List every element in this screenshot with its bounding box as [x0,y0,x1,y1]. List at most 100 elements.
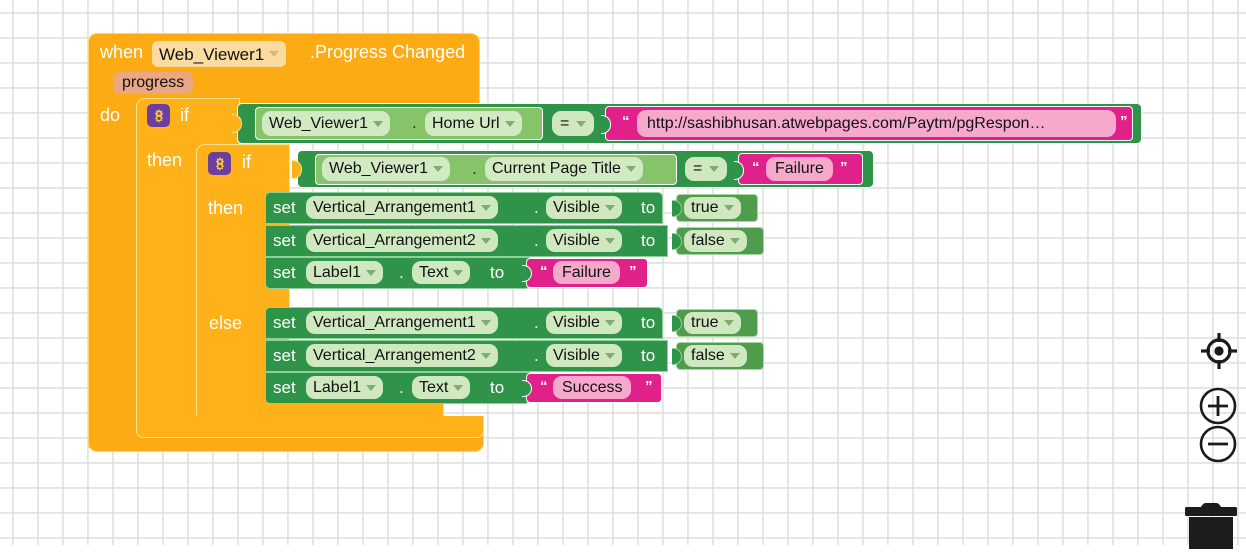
event-do-label: do [100,105,121,125]
outer-condition-url-value[interactable]: http://sashibhusan.atwebpages.com/Paytm/… [637,110,1116,137]
inner-condition-dot: . [472,159,477,178]
zoom-out-button[interactable] [1198,424,1238,464]
zoom-in-icon [1199,387,1237,425]
text-value-chip[interactable]: Failure [553,261,620,284]
setter-component-dropdown[interactable]: Vertical_Arrangement2 [306,344,498,367]
chevron-down-icon [604,352,615,359]
inner-else-label: else [209,313,243,333]
setter-property-dropdown[interactable]: Visible [546,344,622,367]
center-target-icon [1201,333,1237,369]
inner-if-label: if [242,152,251,172]
setter-dot: . [534,231,539,250]
setter-component-dropdown[interactable]: Vertical_Arrangement1 [306,311,498,334]
chevron-down-icon [604,237,615,244]
outer-condition-property-dropdown[interactable]: Home Url [425,111,522,136]
outer-condition-component-label: Web_Viewer1 [269,114,369,132]
setter-component-dropdown[interactable]: Label1 [306,376,384,399]
setter-property-dropdown[interactable]: Visible [546,311,622,334]
setter-component-label: Vertical_Arrangement2 [313,346,476,364]
setter-component-dropdown[interactable]: Vertical_Arrangement1 [306,196,498,219]
chevron-down-icon [373,120,384,127]
text-value-chip[interactable]: Success [553,376,632,399]
setter-component-label: Vertical_Arrangement1 [313,313,476,331]
gear-icon [214,156,225,171]
trash-can-button[interactable] [1180,502,1242,554]
inner-condition-text-value[interactable]: Failure [766,157,833,181]
gear-icon [153,108,164,123]
setter-property-label: Visible [553,313,600,331]
chevron-down-icon [604,319,615,326]
logic-value-label: true [691,314,719,331]
outer-then-label: then [147,150,183,170]
zoom-in-button[interactable] [1198,386,1238,426]
chevron-down-icon [453,269,464,276]
setter-dot: . [534,346,539,365]
inner-condition-operator-dropdown[interactable]: = [685,157,728,181]
text-close-quote: ” [629,263,637,280]
setter-property-label: Text [419,378,449,396]
chevron-down-icon [480,204,491,211]
set-label: set [273,231,296,250]
inner-condition-property-dropdown[interactable]: Current Page Title [485,157,643,181]
setter-component-label: Vertical_Arrangement2 [313,231,476,249]
setter-to-label: to [641,313,656,332]
text-close-quote: ” [645,378,653,395]
outer-if-mutator-gear-button[interactable] [147,104,170,127]
setter-component-label: Label1 [313,378,362,396]
center-blocks-button[interactable] [1198,330,1240,372]
inner-condition-operator-label: = [693,160,703,177]
inner-condition-component-dropdown[interactable]: Web_Viewer1 [322,157,451,181]
chevron-down-icon [480,352,491,359]
setter-property-dropdown[interactable]: Text [412,261,471,284]
chevron-down-icon [504,120,515,127]
setter-dot: . [534,198,539,217]
setter-component-dropdown[interactable]: Vertical_Arrangement2 [306,229,498,252]
setter-to-label: to [490,263,505,282]
event-block-left-spine [88,96,136,448]
outer-condition-operator-dropdown[interactable]: = [552,111,595,136]
inner-condition-open-quote: “ [752,159,760,176]
setter-property-dropdown[interactable]: Visible [546,229,622,252]
set-label: set [273,346,296,365]
setter-to-label: to [641,198,656,217]
logic-value-label: false [691,347,725,364]
chevron-down-icon [480,319,491,326]
inner-then-label: then [208,198,244,218]
event-parameter-label: progress [122,74,185,91]
chevron-down-icon [625,166,636,172]
setter-property-label: Visible [553,346,600,364]
inner-condition-text-label: Failure [775,160,824,177]
outer-condition-component-dropdown[interactable]: Web_Viewer1 [262,111,391,136]
chevron-down-icon [723,320,734,326]
logic-value-dropdown[interactable]: true [684,197,741,219]
event-component-dropdown[interactable]: Web_Viewer1 [152,41,287,67]
logic-value-label: true [691,199,719,216]
setter-to-label: to [641,231,656,250]
logic-value-dropdown[interactable]: false [684,230,747,252]
chevron-down-icon [453,384,464,391]
setter-property-dropdown[interactable]: Text [412,376,471,399]
outer-condition-url-text: http://sashibhusan.atwebpages.com/Paytm/… [647,114,1046,132]
setter-dot: . [399,263,404,282]
zoom-out-icon [1199,425,1237,463]
logic-value-dropdown[interactable]: false [684,345,747,367]
inner-condition-component-label: Web_Viewer1 [329,160,429,177]
setter-component-dropdown[interactable]: Label1 [306,261,384,284]
event-parameter-progress[interactable]: progress [113,72,194,94]
set-label: set [273,263,296,282]
event-component-label: Web_Viewer1 [159,44,265,64]
outer-if-label: if [180,105,189,125]
setter-property-dropdown[interactable]: Visible [546,196,622,219]
text-value-label: Failure [562,263,611,281]
outer-condition-dot: . [412,113,417,132]
inner-if-mutator-gear-button[interactable] [208,152,231,175]
chevron-down-icon [729,238,740,244]
logic-value-label: false [691,232,725,249]
setter-dot: . [399,378,404,397]
logic-value-dropdown[interactable]: true [684,312,741,334]
chevron-down-icon [480,237,491,244]
chevron-down-icon [269,51,280,57]
trash-can-icon [1185,502,1237,549]
chevron-down-icon [729,353,740,359]
